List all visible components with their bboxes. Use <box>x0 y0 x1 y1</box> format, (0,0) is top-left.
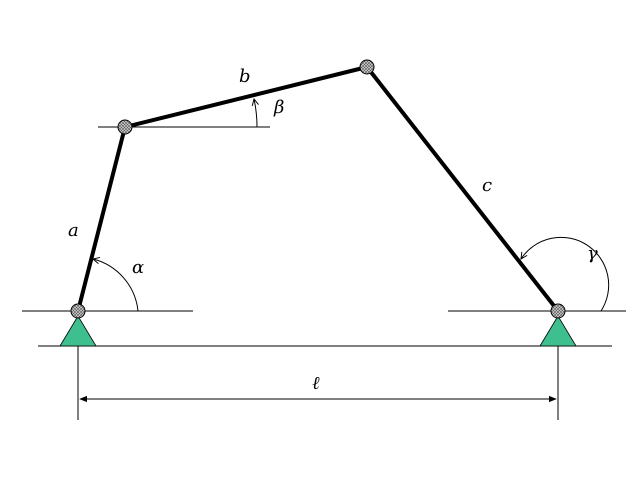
joint-ground-left <box>70 303 86 319</box>
link-a <box>76 125 127 313</box>
angle-arc-gamma <box>521 236 610 312</box>
link-b <box>123 65 369 129</box>
label-angle-alpha: α <box>132 257 144 278</box>
label-angle-gamma: γ <box>587 243 598 264</box>
link-c <box>365 65 560 313</box>
joint-ab <box>117 119 133 135</box>
label-length-l: ℓ <box>312 373 320 394</box>
label-link-c: c <box>482 175 492 196</box>
left-support-triangle <box>59 315 97 347</box>
angle-arc-alpha <box>93 259 139 312</box>
label-link-b: b <box>239 66 251 87</box>
label-link-a: a <box>68 220 79 241</box>
joint-bc <box>359 59 375 75</box>
label-angle-beta: β <box>273 97 284 118</box>
right-support-triangle <box>539 315 577 347</box>
angle-arc-beta <box>254 99 257 128</box>
joint-ground-right <box>550 303 566 319</box>
